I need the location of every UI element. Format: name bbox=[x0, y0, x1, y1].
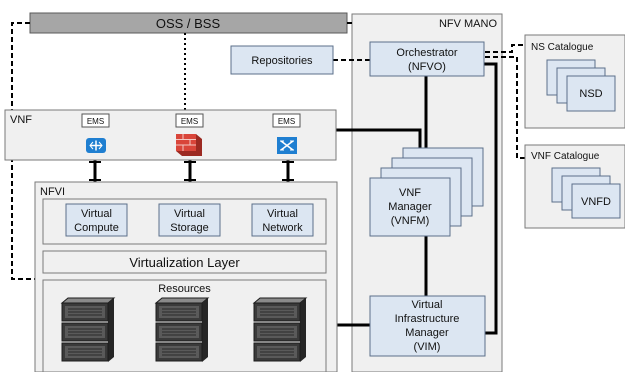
virtual-compute-label-2: Compute bbox=[74, 222, 119, 234]
virtual-storage-box bbox=[158, 203, 221, 237]
orchestrator-vnf-catalogue-line bbox=[485, 56, 525, 159]
vnfd-stack bbox=[551, 167, 621, 219]
vnfd-box bbox=[571, 183, 621, 219]
switch-icon bbox=[277, 137, 297, 154]
server-icon bbox=[60, 297, 116, 362]
vnfm-label-2: Manager bbox=[388, 201, 432, 213]
vnf-vnfm-line bbox=[336, 128, 422, 148]
virtualization-layer-label: Virtualization Layer bbox=[129, 255, 240, 270]
virtualization-layer bbox=[42, 250, 327, 274]
vnfm-box bbox=[369, 177, 451, 237]
resources-label: Resources bbox=[158, 283, 211, 295]
server-icon bbox=[154, 297, 210, 362]
ems-label-1: EMS bbox=[87, 117, 104, 126]
orchestrator-abbrev: (NFVO) bbox=[408, 61, 446, 73]
vim-label-4: (VIM) bbox=[414, 341, 441, 353]
virtual-storage-label-1: Virtual bbox=[174, 208, 205, 220]
ems-label-2: EMS bbox=[181, 117, 198, 126]
vnf-title: VNF bbox=[10, 114, 32, 126]
ems-box-2 bbox=[175, 113, 204, 128]
nfv-mano-title: NFV MANO bbox=[439, 18, 498, 30]
vim-box bbox=[369, 295, 486, 357]
virtual-network-label-1: Virtual bbox=[267, 208, 298, 220]
vnf-nfvi-connectors bbox=[89, 160, 294, 182]
router-icon bbox=[86, 138, 106, 153]
nsd-box bbox=[566, 75, 616, 112]
oss-bss-label: OSS / BSS bbox=[156, 16, 221, 31]
vim-label-1: Virtual bbox=[412, 299, 443, 311]
orchestrator-vim-line bbox=[484, 62, 498, 335]
ems-box-1 bbox=[81, 113, 110, 128]
server-rack-group bbox=[60, 297, 308, 362]
virtual-network-box bbox=[251, 203, 314, 237]
vnfm-label-1: VNF bbox=[399, 187, 421, 199]
orchestrator-ns-catalogue-line bbox=[485, 44, 525, 53]
orchestrator-label: Orchestrator bbox=[396, 47, 457, 59]
firewall-icon bbox=[176, 134, 202, 156]
nsd-label: NSD bbox=[579, 88, 602, 100]
ns-catalogue-title: NS Catalogue bbox=[531, 42, 594, 53]
nsd-stack bbox=[546, 59, 616, 112]
server-icon bbox=[252, 297, 308, 362]
nfvi-title: NFVI bbox=[40, 186, 65, 198]
virtual-storage-label-2: Storage bbox=[170, 222, 209, 234]
virtual-compute-box bbox=[65, 203, 128, 237]
repositories-label: Repositories bbox=[251, 55, 313, 67]
vim-label-3: Manager bbox=[405, 327, 449, 339]
virtual-compute-label-1: Virtual bbox=[81, 208, 112, 220]
vnfd-label: VNFD bbox=[581, 196, 611, 208]
repositories-box bbox=[230, 45, 334, 75]
ems-label-3: EMS bbox=[278, 117, 295, 126]
vnf-catalogue-title: VNF Catalogue bbox=[531, 151, 600, 162]
vim-label-2: Infrastructure bbox=[395, 313, 460, 325]
ems-box-3 bbox=[272, 113, 301, 128]
virtual-network-label-2: Network bbox=[262, 222, 303, 234]
vnfm-label-3: (VNFM) bbox=[391, 215, 430, 227]
orchestrator-box bbox=[369, 41, 485, 77]
vnfm-stack bbox=[369, 147, 484, 237]
